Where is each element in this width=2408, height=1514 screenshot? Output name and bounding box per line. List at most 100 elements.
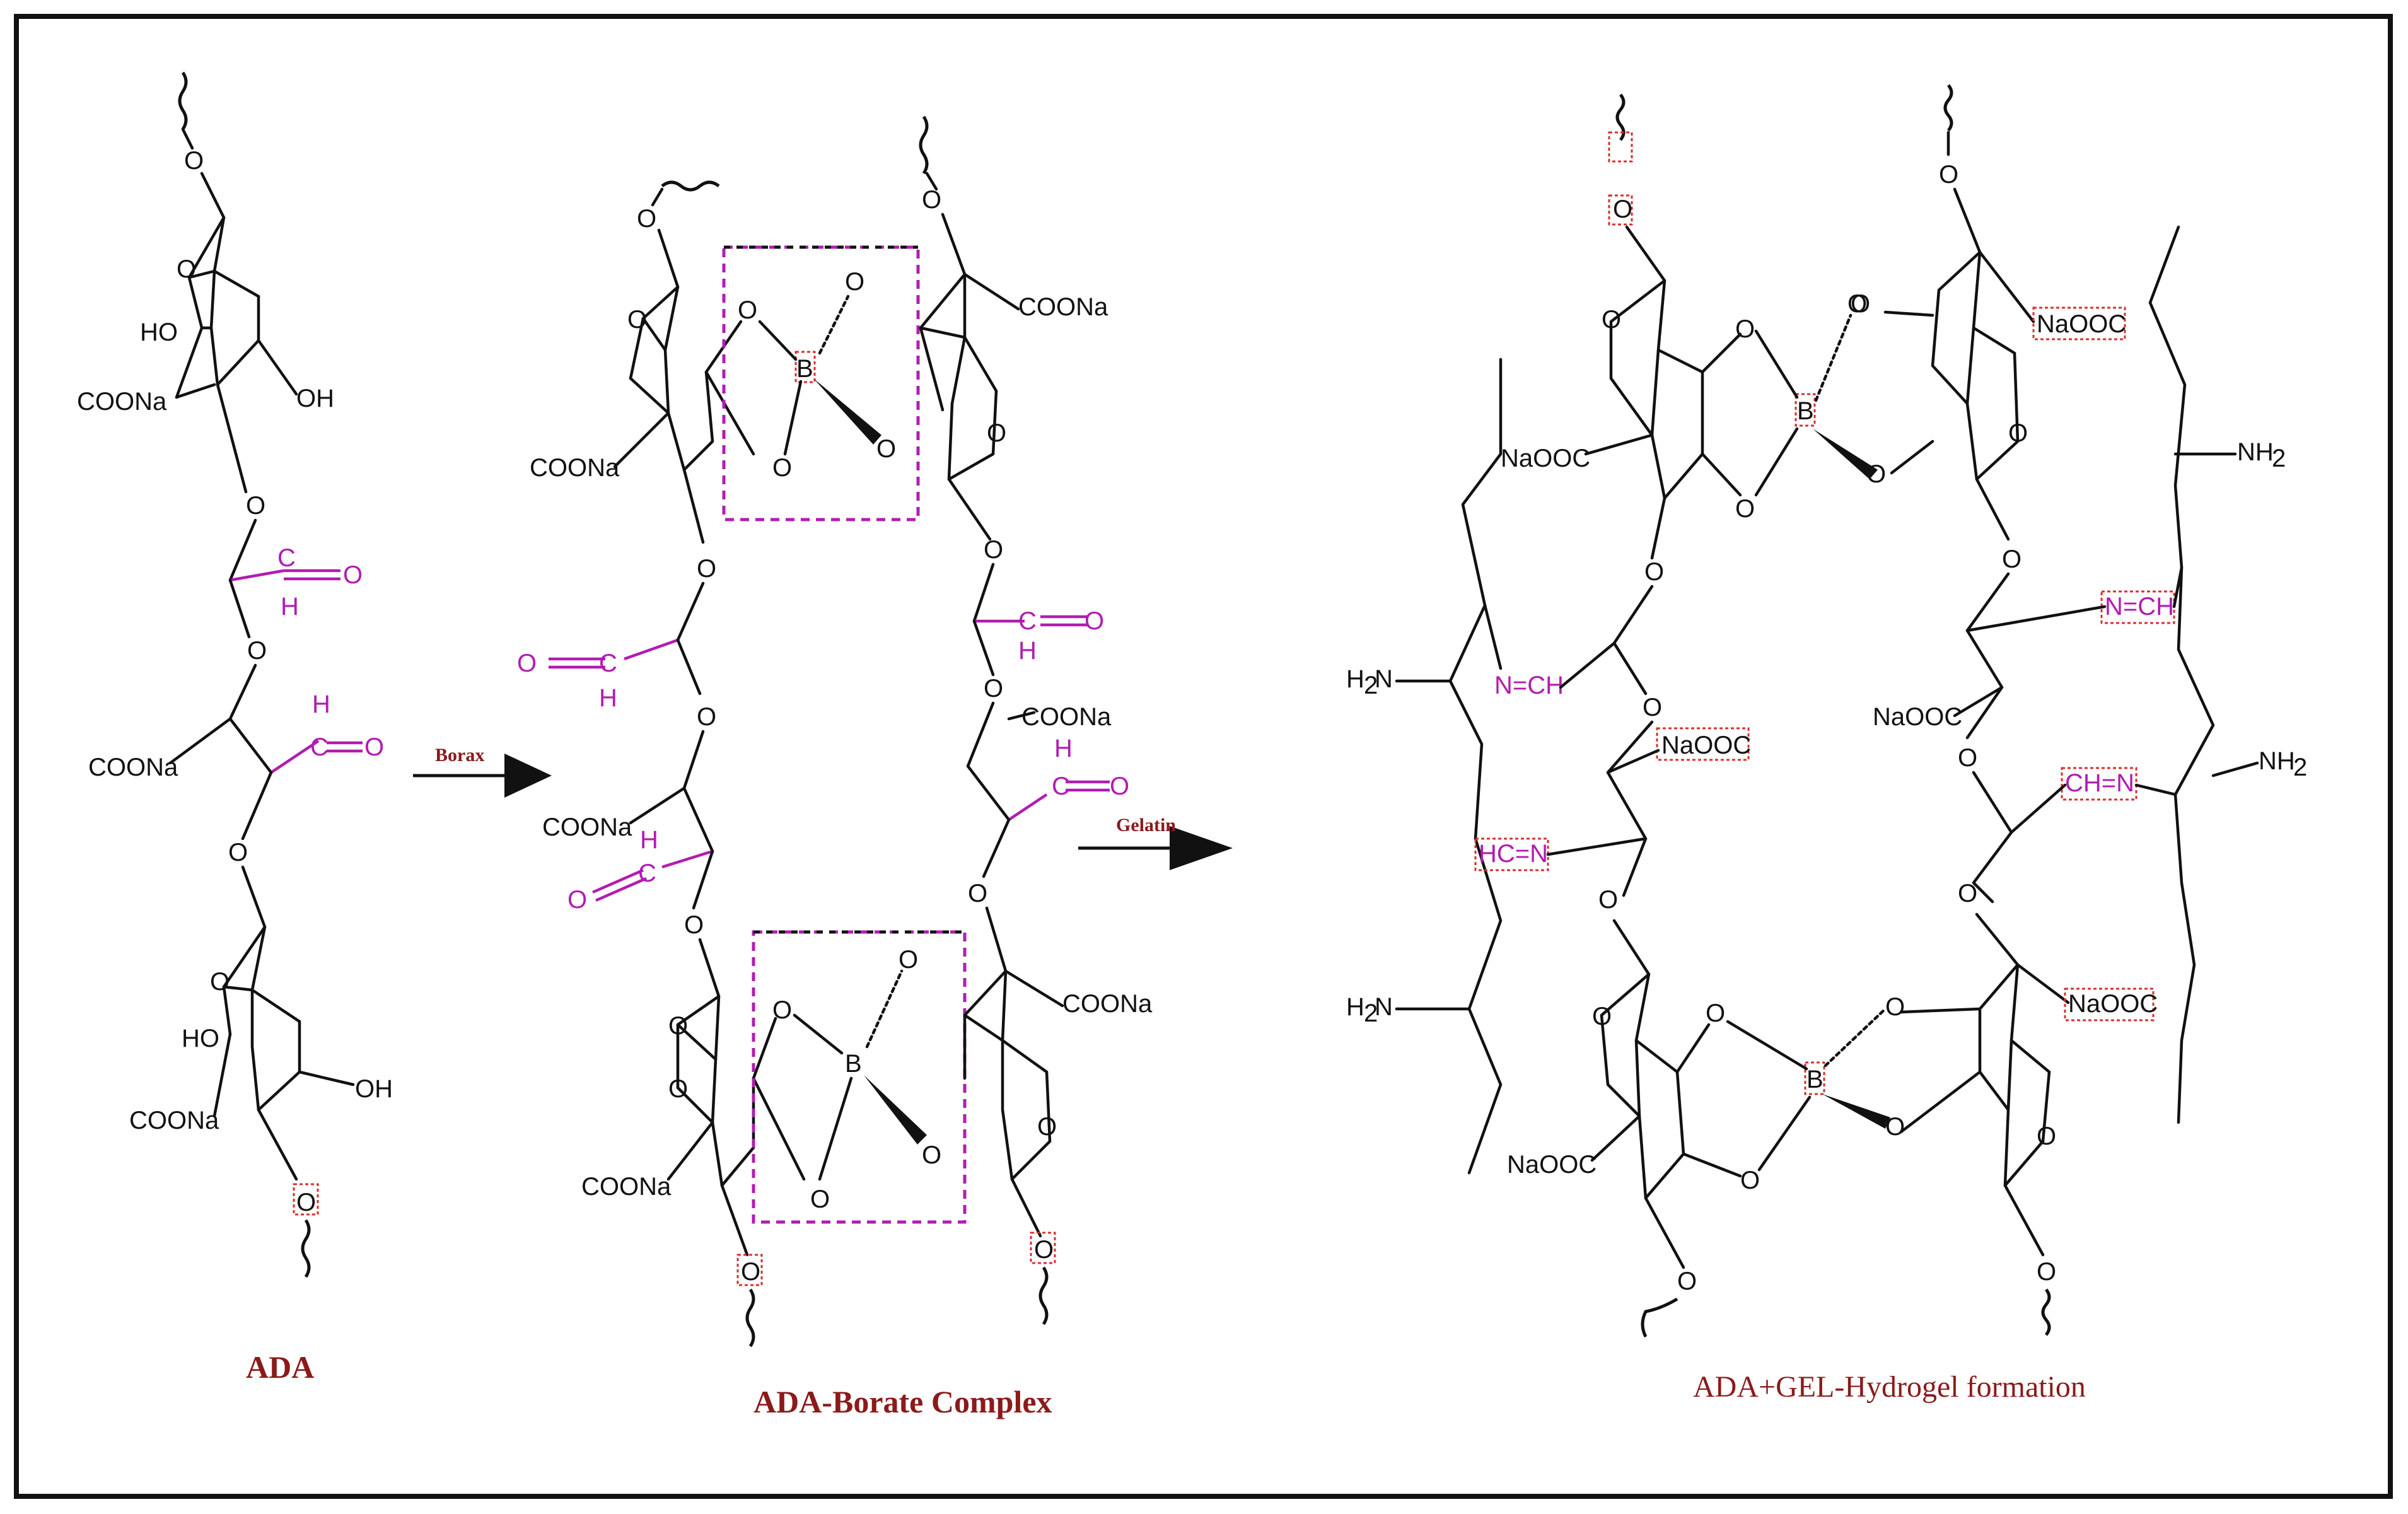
ada-label: ADA [246,1349,314,1385]
chain-end-bottom [301,1219,311,1278]
borate-box-top [722,245,920,521]
atom-o: O [247,637,267,665]
atom-naooc: NaOOC [2037,310,2126,338]
ada-borate-complex-structure: O O O O COONa B O O O C O H O [517,115,1153,1348]
atom-o: O [845,268,864,296]
atom-o: O [296,1189,316,1216]
atom-o: O [1885,993,1905,1021]
atom-o: O [567,886,587,914]
atom-o: O [1847,290,1867,318]
atom-o: O [697,703,716,731]
atom-o: O [1643,694,1662,721]
imine-link: N=CH [1494,672,1564,699]
atom-n: N [1375,665,1393,693]
atom-h: H [281,593,299,620]
atom-o: O [637,205,656,233]
boron-atom: B [1797,397,1814,425]
atom-o: O [1885,1113,1905,1141]
atom-naooc: NaOOC [1507,1151,1597,1179]
hydrogel-label: ADA+GEL-Hydrogel formation [1693,1370,2086,1404]
atom-o: O [987,419,1006,447]
complex-label: ADA-Borate Complex [753,1384,1052,1419]
atom-o: O [177,255,196,283]
atom-o: O [343,561,363,589]
atom-o: O [364,733,384,761]
atom-o: O [1735,315,1755,343]
atom-o: O [1866,460,1886,488]
atom-o: O [1939,161,1958,189]
gelatin-label: Gelatin [1116,815,1176,836]
atom-o: O [668,1075,688,1103]
atom-o: O [899,946,918,974]
atom-o: O [738,296,757,324]
figure-frame [14,14,2393,1499]
atom-oh: OH [296,385,334,412]
imine-link: HC=N [1479,840,1548,868]
atom-o: O [1037,1113,1057,1141]
chain-end-top [178,71,188,131]
hydrogel-structure: O O O O NaOOC O O NaOOC O O O O NaOOC [1346,84,2307,1338]
atom-o: O [2037,1122,2056,1150]
atom-h2n: H [1346,665,1364,693]
imine-link: CH=N [2065,769,2134,797]
atom-o: O [1958,880,1977,907]
atom-o: O [684,911,704,939]
atom-c: C [1018,607,1037,635]
atom-h2n: H [1346,993,1364,1021]
atom-o: O [984,675,1003,702]
boron-atom: B [845,1050,862,1078]
atom-subscript: 2 [2293,754,2307,781]
atom-subscript: 2 [2272,445,2286,472]
atom-o: O [210,968,230,996]
atom-c: C [310,733,329,761]
boron-atom: B [796,355,813,383]
atom-h: H [640,826,658,854]
atom-o: O [246,492,265,520]
atom-h: H [1054,735,1073,762]
atom-o: O [1851,290,1870,318]
atom-o: O [1613,195,1632,223]
atom-naooc: NaOOC [2068,990,2158,1018]
atom-coona: COONa [88,754,178,781]
atom-c: C [1052,772,1070,800]
gelatin-arrow [1078,826,1233,870]
atom-c: C [599,649,617,677]
atom-o: O [1958,744,1977,772]
atom-o: O [1706,999,1725,1027]
atom-coona: COONa [1018,293,1108,321]
borax-arrow [413,754,552,798]
atom-o: O [1677,1267,1697,1295]
atom-n: N [1375,993,1393,1021]
imine-link: N=CH [2105,593,2174,620]
boron-atom: B [1806,1066,1823,1093]
atom-coona: COONa [1021,703,1112,731]
atom-o: O [968,880,987,907]
atom-coona: COONa [129,1107,219,1134]
atom-nh2: NH [2259,747,2295,775]
atom-o: O [741,1258,760,1286]
atom-o: O [1034,1236,1054,1264]
atom-o: O [922,186,941,214]
atom-o: O [984,536,1003,564]
atom-o: O [1644,558,1664,586]
atom-o: O [1740,1167,1760,1194]
atom-naooc: NaOOC [1661,731,1751,759]
atom-coona: COONa [542,813,632,841]
atom-coona: COONa [1062,990,1153,1018]
atom-coona: COONa [530,454,620,482]
atom-o: O [228,839,248,866]
atom-o: O [668,1012,688,1040]
atom-subscript: 2 [1364,672,1378,699]
atom-o: O [517,649,537,677]
atom-subscript: 2 [1364,999,1378,1027]
atom-o: O [772,996,792,1024]
borax-label: Borax [435,745,484,766]
atom-o: O [810,1185,830,1213]
atom-h: H [599,684,617,712]
atom-o: O [1592,1003,1612,1030]
atom-o: O [772,454,792,482]
atom-o: O [1110,772,1129,800]
atom-naooc: NaOOC [1873,703,1962,731]
atom-o: O [1598,886,1618,914]
atom-o: O [627,306,647,334]
